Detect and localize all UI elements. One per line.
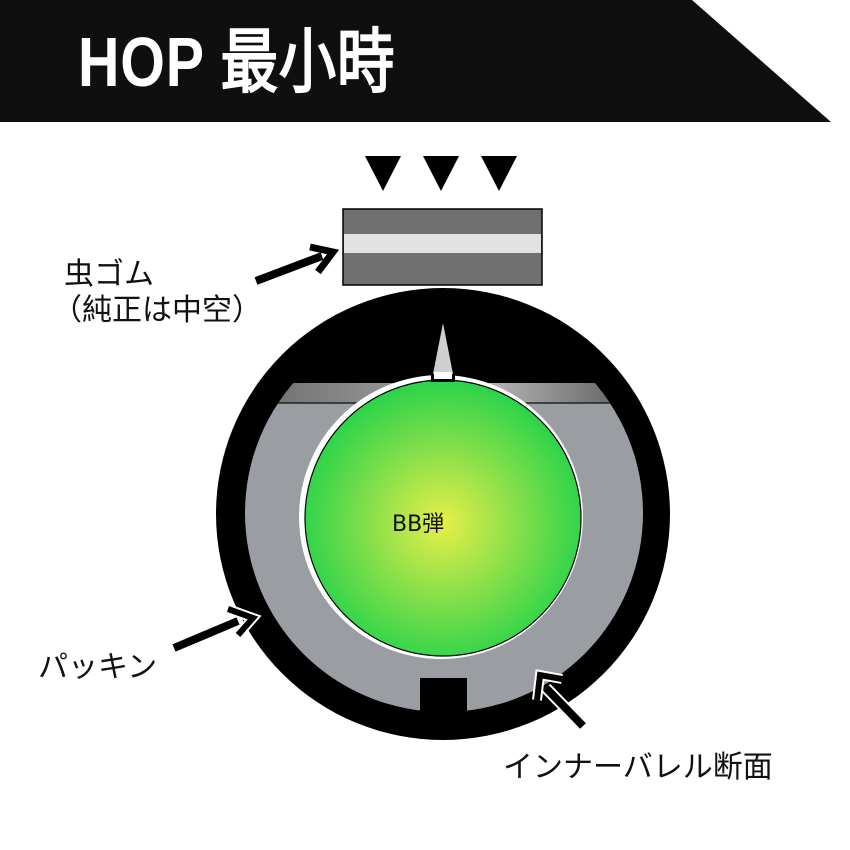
arrow-inner-barrel <box>532 669 588 731</box>
inner-barrel-label: インナーバレル断面 <box>503 750 773 785</box>
bb-ball-label: BB弾 <box>392 512 445 537</box>
pressure-arrows <box>365 156 517 191</box>
triangle-down-icon <box>481 156 517 191</box>
hop-nub <box>431 323 455 382</box>
triangle-down-icon <box>423 156 459 191</box>
arrow-hop-rubber <box>254 243 340 285</box>
packing-label: パッキン <box>38 650 158 685</box>
hop-rubber <box>342 208 543 286</box>
arrow-packing <box>171 604 262 654</box>
hop-rubber-label-line2: （純正は中空） <box>52 293 262 328</box>
barrel-notch <box>420 678 467 718</box>
title-banner: HOP 最小時 <box>0 0 850 122</box>
hop-rubber-label-line1: 虫ゴム <box>64 257 154 292</box>
hop-rubber-label: 虫ゴム （純正は中空） <box>52 257 262 329</box>
triangle-down-icon <box>365 156 401 191</box>
page-title: HOP 最小時 <box>78 23 396 101</box>
banner-background <box>0 0 831 122</box>
